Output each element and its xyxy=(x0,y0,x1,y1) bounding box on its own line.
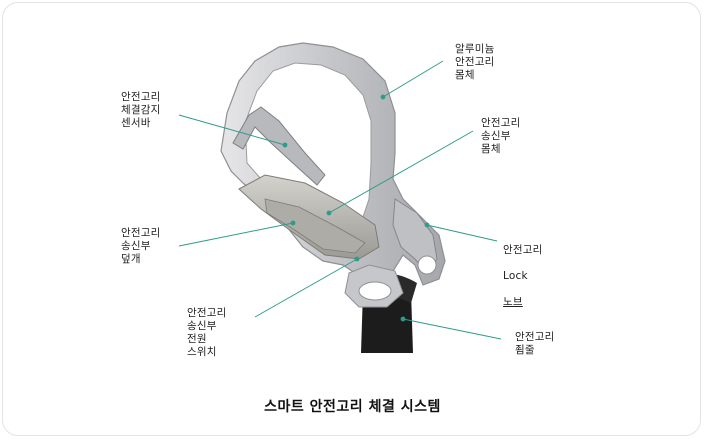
label-aluminum-body: 알루미늄 안전고리 몸체 xyxy=(455,43,495,81)
label-sensor-bar: 안전고리 체결감지 센서바 xyxy=(121,91,161,129)
label-power-switch: 안전고리 송신부 전원 스위치 xyxy=(187,307,227,358)
leader-lock-knob xyxy=(426,224,498,242)
leader-transmitter-cover xyxy=(178,222,294,247)
label-transmitter-cover: 안전고리 송신부 덮개 xyxy=(121,227,161,265)
leader-sensor-bar xyxy=(178,114,286,146)
leader-lines xyxy=(178,60,502,340)
label-lock-knob-line1: 안전고리 xyxy=(503,244,543,256)
lock-knob-hole xyxy=(417,255,437,275)
leader-aluminum-body xyxy=(382,60,444,98)
diagram-title: 스마트 안전고리 체결 시스템 xyxy=(264,399,441,415)
label-strap: 안전고리 죔줄 xyxy=(515,331,555,356)
diagram-frame: 알루미늄 안전고리 몸체 안전고리 체결감지 센서바 안전고리 송신부 몸체 안… xyxy=(2,2,701,436)
label-lock-knob: 안전고리 Lock 노브 xyxy=(503,231,542,322)
leader-transmitter-body xyxy=(328,130,474,214)
label-lock-knob-line2: Lock xyxy=(503,270,528,282)
eye-hole xyxy=(358,281,392,301)
label-lock-knob-line3: 노브 xyxy=(503,296,523,308)
leader-power-switch xyxy=(254,258,358,318)
carabiner-illustration xyxy=(178,42,502,353)
leader-strap xyxy=(402,318,502,340)
label-transmitter-body: 안전고리 송신부 몸체 xyxy=(481,117,521,155)
transmitter-body-shape xyxy=(264,198,366,254)
leader-dots xyxy=(282,94,430,322)
sensor-bar-shape xyxy=(232,106,326,186)
